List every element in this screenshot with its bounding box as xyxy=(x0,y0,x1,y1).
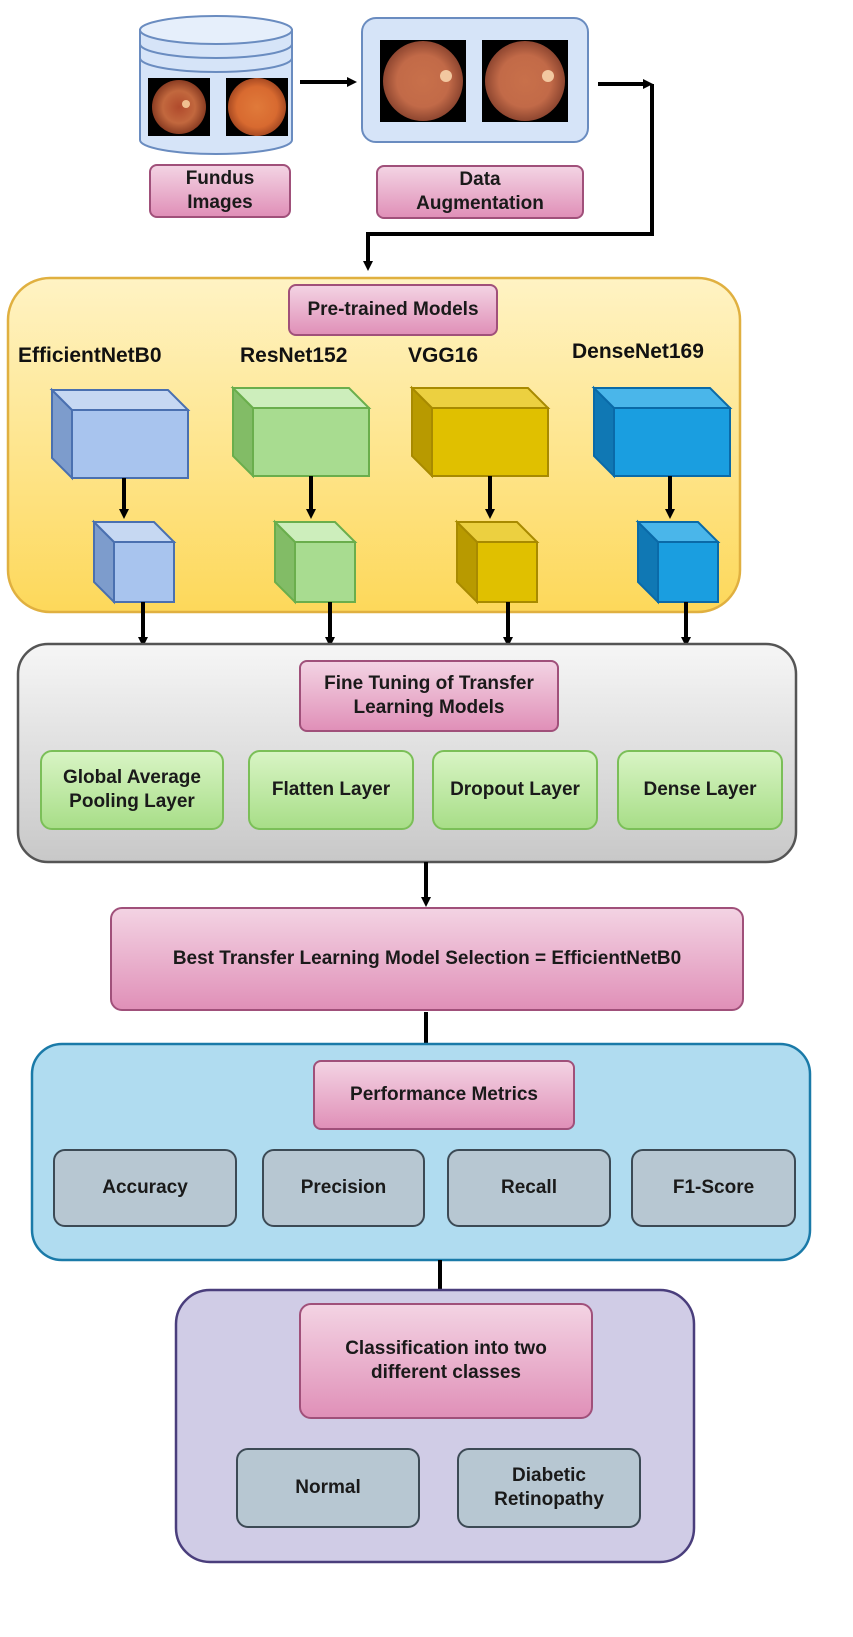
vgg-cube-icon xyxy=(409,385,551,479)
pretrained-models-title: Pre-trained Models xyxy=(288,284,498,336)
data-augmentation-label: Data Augmentation xyxy=(376,165,584,219)
best-model-selection: Best Transfer Learning Model Selection =… xyxy=(110,907,744,1011)
metric-recall: Recall xyxy=(447,1149,611,1227)
augmented-fundus-image xyxy=(482,40,568,122)
model-name-vgg16: VGG16 xyxy=(408,344,479,367)
efficientnet-small-cube-icon xyxy=(91,519,177,605)
finetune-title: Fine Tuning of Transfer Learning Models xyxy=(299,660,559,732)
model-name-efficientnetb0: EfficientNetB0 xyxy=(18,344,162,367)
model-name-resnet152: ResNet152 xyxy=(240,344,348,367)
vgg-small-cube-icon xyxy=(454,519,540,605)
connector-arrow-icon xyxy=(363,84,654,271)
class-normal: Normal xyxy=(236,1448,420,1528)
efficientnet-cube-icon xyxy=(49,387,191,481)
fundus-image-thumbnail xyxy=(226,78,288,136)
performance-metrics-title: Performance Metrics xyxy=(313,1060,575,1130)
model-name-densenet169: DenseNet169 xyxy=(572,340,704,363)
densenet-cube-icon xyxy=(591,385,733,479)
metric-precision: Precision xyxy=(262,1149,425,1227)
layer-dropout: Dropout Layer xyxy=(432,750,598,830)
metric-f1-score: F1-Score xyxy=(631,1149,796,1227)
fundus-image-thumbnail xyxy=(148,78,210,136)
classification-title: Classification into two different classe… xyxy=(299,1303,593,1419)
metric-accuracy: Accuracy xyxy=(53,1149,237,1227)
class-diabetic-retinopathy: Diabetic Retinopathy xyxy=(457,1448,641,1528)
resnet-cube-icon xyxy=(230,385,372,479)
layer-flatten: Flatten Layer xyxy=(248,750,414,830)
layer-global-average-pooling: Global Average Pooling Layer xyxy=(40,750,224,830)
augmented-fundus-image xyxy=(380,40,466,122)
fundus-images-label: Fundus Images xyxy=(149,164,291,218)
pretrained-container xyxy=(6,276,742,614)
densenet-small-cube-icon xyxy=(635,519,721,605)
resnet-small-cube-icon xyxy=(272,519,358,605)
layer-dense: Dense Layer xyxy=(617,750,783,830)
